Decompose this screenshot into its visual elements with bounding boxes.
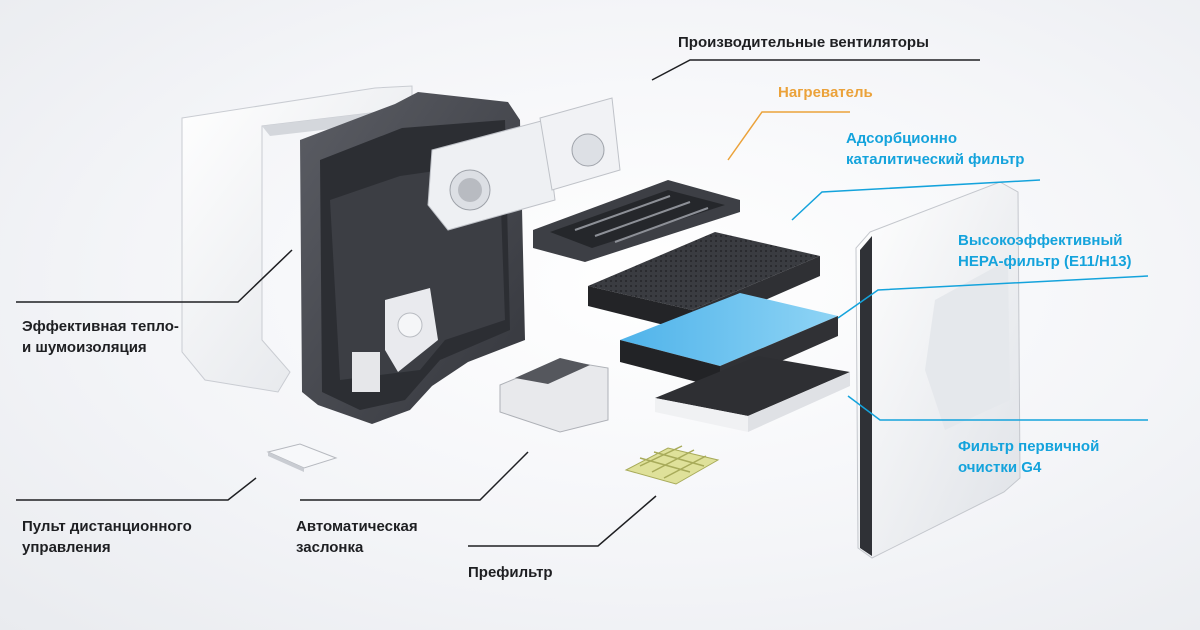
label-insulation-line1: Эффективная тепло- [22, 318, 179, 335]
label-hepa-line1: Высокоэффективный [958, 232, 1123, 249]
label-fans-text: Производительные вентиляторы [678, 34, 929, 51]
fans [427, 97, 621, 231]
leader-heater [727, 111, 850, 161]
label-adsorption-line2: каталитический фильтр [846, 151, 1025, 168]
label-insulation: Эффективная тепло- и шумоизоляция [22, 316, 179, 358]
label-adsorption-line1: Адсорбционно [846, 130, 957, 147]
label-remote-line1: Пульт дистанционного [22, 518, 192, 535]
label-remote-line2: управления [22, 539, 111, 556]
prefilter [624, 445, 720, 485]
label-prefilter: Префильтр [468, 562, 553, 583]
label-fans: Производительные вентиляторы [678, 32, 929, 53]
label-damper-line1: Автоматическая [296, 518, 418, 535]
heater [533, 180, 740, 262]
leader-fans [651, 59, 980, 81]
damper [499, 358, 609, 433]
leader-prefilter [468, 495, 657, 547]
label-prefilter-text: Префильтр [468, 564, 553, 581]
leader-remote [16, 477, 257, 501]
leader-insulation [16, 249, 293, 303]
label-heater-text: Нагреватель [778, 84, 873, 101]
label-damper: Автоматическая заслонка [296, 516, 418, 558]
leader-lines [16, 59, 1149, 547]
label-g4: Фильтр первичной очистки G4 [958, 436, 1099, 478]
label-adsorption: Адсорбционно каталитический фильтр [846, 128, 1024, 170]
leader-adsorption [791, 179, 1041, 221]
label-hepa: Высокоэффективный HEPA-фильтр (E11/H13) [958, 230, 1132, 272]
label-damper-line2: заслонка [296, 539, 364, 556]
label-hepa-line2: HEPA-фильтр (E11/H13) [958, 253, 1132, 270]
leader-damper [300, 451, 529, 501]
label-heater: Нагреватель [778, 82, 873, 103]
label-insulation-line2: и шумоизоляция [22, 339, 147, 356]
leader-g4 [847, 395, 1148, 421]
label-g4-line1: Фильтр первичной [958, 438, 1100, 455]
leader-hepa [837, 275, 1149, 319]
remote-control [266, 443, 338, 472]
front-panel [855, 181, 1021, 559]
label-g4-line2: очистки G4 [958, 459, 1042, 476]
g4-filter [655, 356, 850, 432]
label-remote: Пульт дистанционного управления [22, 516, 192, 558]
